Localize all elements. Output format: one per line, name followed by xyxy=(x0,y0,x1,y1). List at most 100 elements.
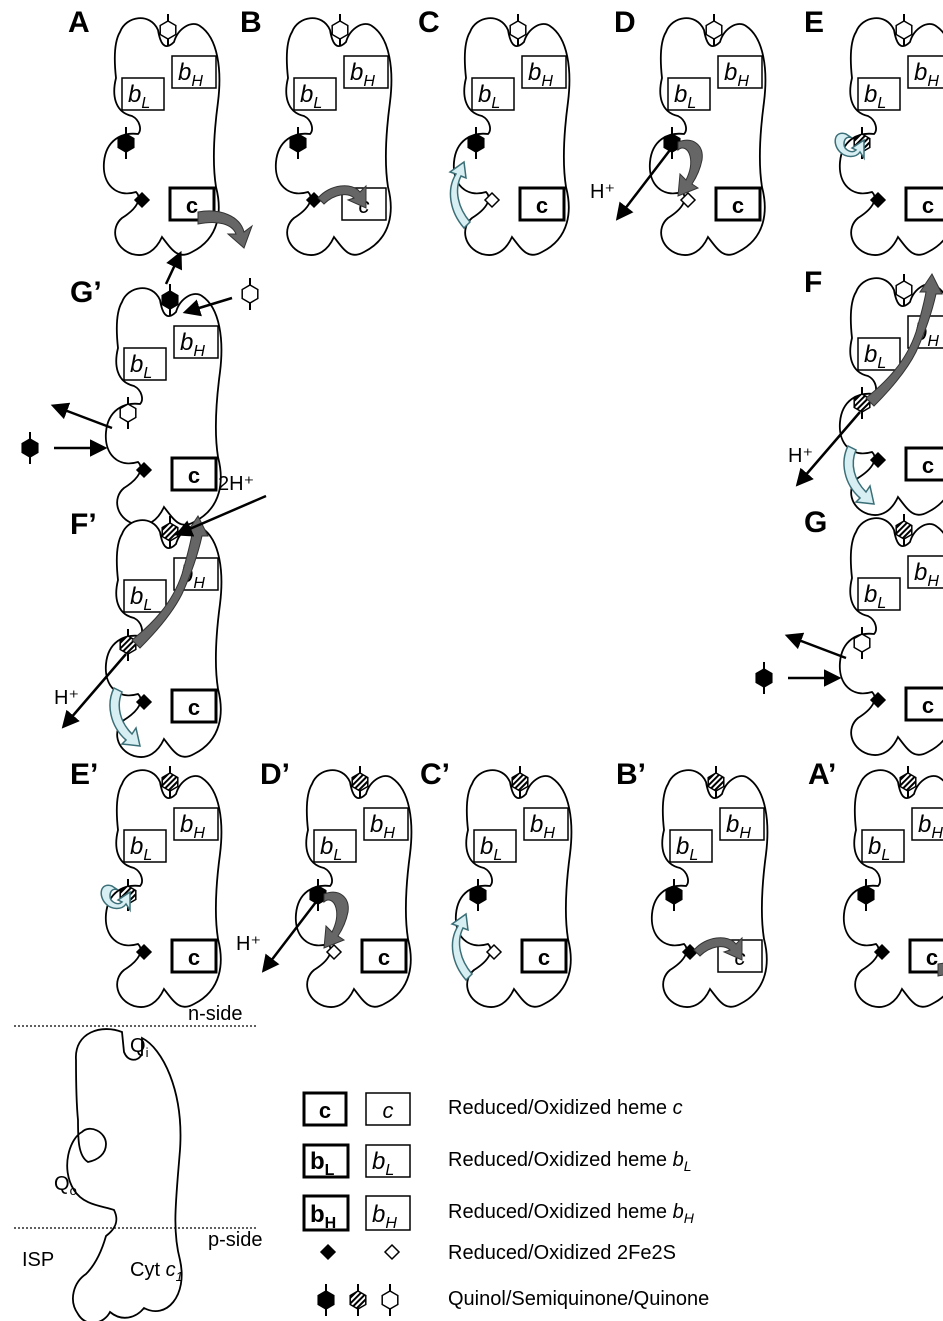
panel-8: bHbLcF’H⁺2H⁺ xyxy=(54,473,266,757)
heme-bL-box: bL xyxy=(314,830,356,864)
legend-text-4: Quinol/Semiquinone/Quinone xyxy=(448,1288,709,1310)
panel-1: bHbLcB xyxy=(240,6,391,255)
panel-5: bHbLcFH⁺ xyxy=(788,266,943,515)
heme-bH-box: bH xyxy=(172,56,216,90)
heme-bL-box: bL xyxy=(122,78,164,112)
heme-c-box: c xyxy=(304,1093,346,1125)
panel-label: B xyxy=(240,6,262,39)
heme-bH-box: bH xyxy=(344,56,388,90)
panel-label: G xyxy=(804,506,827,539)
heme-c-label: c xyxy=(922,193,934,218)
proton-2h-label: 2H⁺ xyxy=(218,473,254,495)
heme-bL-box: bL xyxy=(858,78,900,112)
quinone-q-icon xyxy=(382,1284,398,1316)
legend-text-2: Reduced/Oxidized heme bH xyxy=(448,1201,695,1226)
panel-label: F’ xyxy=(70,508,97,541)
legend-text-1: Reduced/Oxidized heme bL xyxy=(448,1149,692,1174)
heme-c-label: c xyxy=(926,945,938,970)
quinone-qh2-icon xyxy=(318,1284,334,1316)
fes-cluster-icon xyxy=(321,1245,335,1259)
heme-bH-box: bH xyxy=(174,808,218,842)
panel-label: D’ xyxy=(260,758,290,791)
legend-text-3: Reduced/Oxidized 2Fe2S xyxy=(448,1242,676,1264)
proton-label: H⁺ xyxy=(590,181,615,203)
heme-bH-box: bH xyxy=(522,56,566,90)
heme-c-box: c xyxy=(906,188,943,220)
fes-cluster-icon xyxy=(385,1245,399,1259)
heme-c-label: c xyxy=(538,945,550,970)
heme-c-label: c xyxy=(536,193,548,218)
legend-text-0: Reduced/Oxidized heme c xyxy=(448,1097,683,1119)
heme-c-label: c xyxy=(188,695,200,720)
heme-bH-box: bH xyxy=(718,56,762,90)
transfer-arrow xyxy=(54,406,112,428)
heme-bL-box: bL xyxy=(366,1145,410,1179)
heme-bL-box: bL xyxy=(124,580,166,614)
heme-c-box: c xyxy=(172,940,216,972)
heme-bH-box: bH xyxy=(174,326,218,360)
heme-c-box: c xyxy=(172,458,216,490)
heme-c-box: c xyxy=(906,448,943,480)
heme-bH-box: bH xyxy=(912,808,943,842)
heme-bL-box: bL xyxy=(472,78,514,112)
heme-c-box: c xyxy=(366,1093,410,1125)
panel-4: bHbL c E xyxy=(804,6,943,255)
panel-2: bHbL c C xyxy=(418,6,569,255)
heme-c-box: c xyxy=(362,940,406,972)
heme-c-label: c xyxy=(378,945,390,970)
panel-label: F xyxy=(804,266,822,299)
heme-c-label: c xyxy=(922,453,934,478)
heme-c-box: c xyxy=(172,690,216,722)
schematic-legend: n-sidep-sideQiQoISPCyt c1 xyxy=(14,1003,262,1321)
panel-10: bHbL c D’ H⁺ xyxy=(236,758,411,1007)
quinone-q-icon xyxy=(242,278,258,310)
heme-bL-box: bL xyxy=(858,338,900,372)
heme-c-label: c xyxy=(186,193,198,218)
panels-layer: bHbLcAbHbLcBbHbLcCbHbLcDH⁺bHbLcEbHbLcFH⁺… xyxy=(22,6,943,1007)
qi-label: Qi xyxy=(130,1035,149,1060)
quinone-sq-icon xyxy=(350,1284,366,1316)
heme-c-box: c xyxy=(522,940,566,972)
panel-3: bHbLcDH⁺ xyxy=(590,6,765,255)
heme-c-label: c xyxy=(319,1098,331,1123)
heme-bL-box: bL xyxy=(124,348,166,382)
heme-c-box: c xyxy=(520,188,564,220)
isp-label: ISP xyxy=(22,1249,54,1271)
panel-label: E xyxy=(804,6,824,39)
heme-c-label: c xyxy=(922,693,934,718)
proton-label: H⁺ xyxy=(54,687,79,709)
heme-bH-box: bH xyxy=(304,1196,348,1232)
legend: c c bL bL bH bH Reduced/Oxidized heme c Reduced… xyxy=(304,1093,709,1316)
panel-label: E’ xyxy=(70,758,98,791)
panel-label: C xyxy=(418,6,440,39)
cyt-c1-label: Cyt c1 xyxy=(130,1259,183,1284)
heme-bH-box: bH xyxy=(364,808,408,842)
heme-c-box: c xyxy=(906,688,943,720)
heme-c-label: c xyxy=(383,1098,394,1123)
heme-c-box: c xyxy=(716,188,760,220)
quinone-qh2-icon xyxy=(22,432,38,464)
panel-label: D xyxy=(614,6,636,39)
heme-bH-box: bH xyxy=(908,556,943,590)
heme-bL-box: bL xyxy=(862,830,904,864)
quinone-qh2-icon xyxy=(756,662,772,694)
heme-c-label: c xyxy=(188,463,200,488)
heme-c-label: c xyxy=(188,945,200,970)
heme-bL-box: bL xyxy=(294,78,336,112)
heme-bL-box: bL xyxy=(474,830,516,864)
panel-label: B’ xyxy=(616,758,646,791)
heme-bH-box: bH xyxy=(720,808,764,842)
proton-label: H⁺ xyxy=(236,933,261,955)
heme-bL-box: bL xyxy=(304,1145,348,1179)
panel-label: C’ xyxy=(420,758,450,791)
heme-bH-box: bH xyxy=(366,1196,410,1232)
heme-bH-box: bH xyxy=(908,56,943,90)
heme-c-label: c xyxy=(732,193,744,218)
